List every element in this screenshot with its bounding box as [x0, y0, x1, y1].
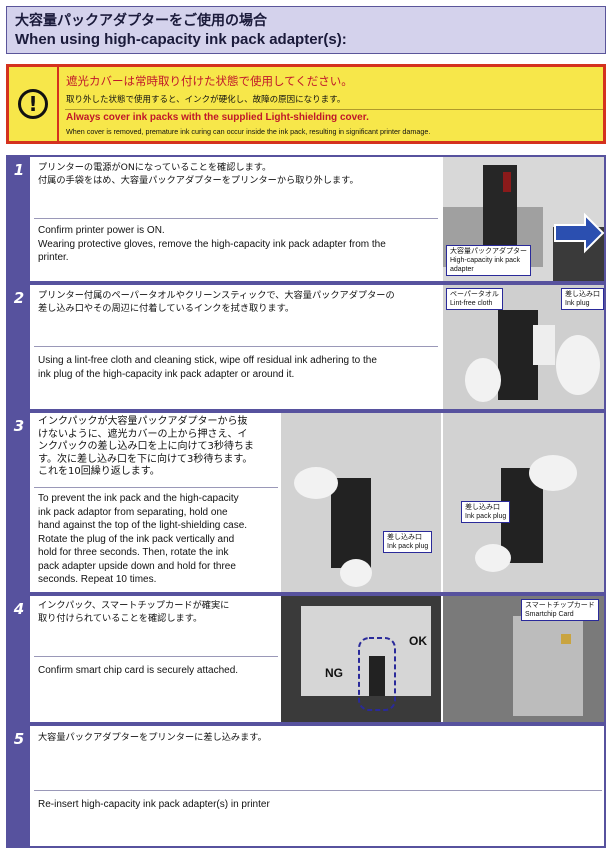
- rotate-photo-a-drawing: [294, 467, 372, 587]
- exclamation-icon: !: [18, 89, 48, 119]
- step-1: [6, 155, 606, 283]
- step-4-photo-b: スマートチップカード Smartchip Card: [443, 596, 604, 722]
- step-number: 5: [8, 726, 30, 846]
- step-4-photo-a: NG OK: [281, 596, 441, 722]
- callout-adapter: 大容量パックアダプター High-capacity ink pack adapt…: [446, 245, 531, 276]
- step-5-text-ja: 大容量パックアダプターをプリンターに差し込みます。: [38, 732, 267, 743]
- label-ng: NG: [325, 666, 343, 680]
- step-4: [6, 594, 606, 724]
- step-5: [6, 724, 606, 848]
- step-2-separator: [34, 346, 438, 347]
- step-number: 1: [8, 157, 30, 281]
- warning-body-ja: 取り外した状態で使用すると、インクが硬化し、故障の原因になります。: [66, 95, 346, 105]
- rotate-photo-b-drawing: [475, 455, 577, 572]
- callout-ink-pack-plug: 差し込み口 Ink pack plug: [461, 501, 511, 523]
- step-4-separator: [34, 656, 278, 657]
- step-1-photo: 大容量パックアダプター High-capacity ink pack adapt…: [443, 157, 604, 281]
- step-number: 3: [8, 413, 30, 592]
- warning-box: ! 遮光カバーは常時取り付けた状態で使用してください。 取り外した状態で使用する…: [6, 64, 606, 144]
- step-number: 4: [8, 596, 30, 722]
- step-2-photo: ペーパータオル Lint-free cloth 差し込み口 Ink plug: [443, 285, 604, 409]
- step-3: [6, 411, 606, 594]
- warning-title-en: Always cover ink packs with the supplied…: [66, 112, 369, 123]
- step-4-text-ja: インクパック、スマートチップカードが確実に 取り付けられていることを確認します。: [38, 600, 230, 624]
- step-1-separator: [34, 218, 438, 219]
- warning-title-ja: 遮光カバーは常時取り付けた状態で使用してください。: [66, 74, 353, 88]
- step-3-photo-b: 差し込み口 Ink pack plug: [443, 413, 604, 592]
- callout-ink-plug: 差し込み口 Ink plug: [561, 288, 604, 310]
- callout-ink-pack-plug: 差し込み口 Ink pack plug: [383, 531, 433, 553]
- step-5-text-en: Re-insert high-capacity ink pack adapter…: [38, 799, 270, 810]
- page-header: 大容量パックアダプターをご使用の場合 When using high-capac…: [6, 6, 606, 54]
- page-title-en: When using high-capacity ink pack adapte…: [15, 31, 347, 48]
- label-ok: OK: [409, 634, 427, 648]
- step-number: 2: [8, 285, 30, 409]
- step-1-text-ja: プリンターの電源がONになっていることを確認します。 付属の手袋をはめ、大容量パ…: [38, 162, 359, 186]
- step-3-separator: [34, 487, 278, 488]
- step-2: [6, 283, 606, 411]
- warning-icon-cell: !: [9, 67, 59, 141]
- smartchip-photo-drawing: [513, 616, 583, 716]
- step-2-text-en: Using a lint-free cloth and cleaning sti…: [38, 355, 377, 380]
- step-2-text-ja: プリンター付属のペーパータオルやクリーンスティックで、大容量パックアダプターの …: [38, 290, 395, 314]
- warning-divider: [65, 109, 603, 110]
- step-5-separator: [34, 790, 602, 791]
- step-4-text-en: Confirm smart chip card is securely atta…: [38, 665, 239, 676]
- callout-lint-free-cloth: ペーパータオル Lint-free cloth: [446, 288, 503, 310]
- cleaning-photo-drawing: [465, 310, 600, 402]
- step-1-text-en: Confirm printer power is ON. Wearing pro…: [38, 225, 386, 263]
- page-title-ja: 大容量パックアダプターをご使用の場合: [15, 13, 267, 29]
- step-3-photo-a: 差し込み口 Ink pack plug: [281, 413, 441, 592]
- warning-body-en: When cover is removed, premature ink cur…: [66, 127, 431, 136]
- step-3-text-en: To prevent the ink pack and the high-cap…: [38, 493, 248, 585]
- callout-smartchip-card: スマートチップカード Smartchip Card: [521, 599, 599, 621]
- ng-ok-photo-drawing: [301, 606, 431, 711]
- step-3-text-ja: インクパックが大容量パックアダプターから抜 けないように、遮光カバーの上から押さ…: [38, 416, 254, 477]
